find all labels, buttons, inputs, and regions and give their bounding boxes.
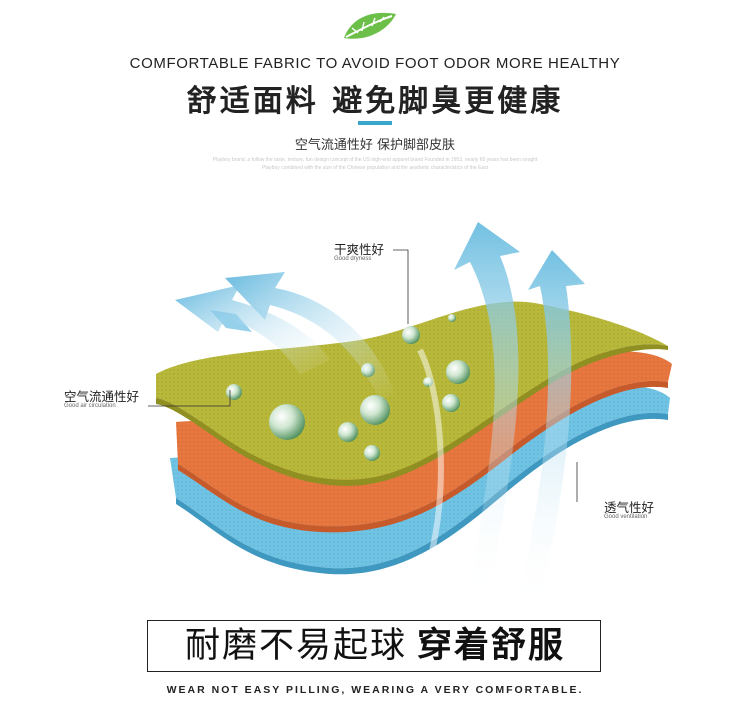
fine-print-line-1: Playboy brand, a follow the taste, textu…: [212, 157, 538, 163]
fine-print-line-2: Playboy combined with the size of the Ch…: [262, 165, 488, 171]
banner-left-text: 耐磨不易起球: [184, 626, 407, 666]
label-air-circulation-en: Good air circulation: [64, 403, 116, 409]
callout-lines: [148, 249, 578, 502]
subtitle: 空气流通性好 保护脚部皮肤: [294, 138, 456, 153]
chinese-title: 舒适面料 避免脚臭更健康: [186, 84, 564, 119]
banner-right-text: 穿着舒服: [417, 626, 566, 666]
leaf-icon: [344, 12, 396, 39]
title-divider: [358, 121, 392, 125]
label-dryness-en: Good dryness: [334, 256, 372, 262]
label-dryness: 干爽性好: [334, 242, 385, 257]
footer-text: WEAR NOT EASY PILLING, WEARING A VERY CO…: [166, 684, 584, 696]
label-air-circulation: 空气流通性好: [64, 389, 140, 404]
banner-text: 耐磨不易起球穿着舒服: [0, 622, 750, 670]
label-ventilation: 透气性好: [604, 500, 655, 515]
airflow-arrows: [175, 222, 585, 610]
fabric-layers-illustration: [148, 222, 672, 610]
english-title: COMFORTABLE FABRIC TO AVOID FOOT ODOR MO…: [129, 55, 621, 72]
banner-box: [147, 620, 601, 672]
label-ventilation-en: Good ventilation: [604, 514, 648, 520]
